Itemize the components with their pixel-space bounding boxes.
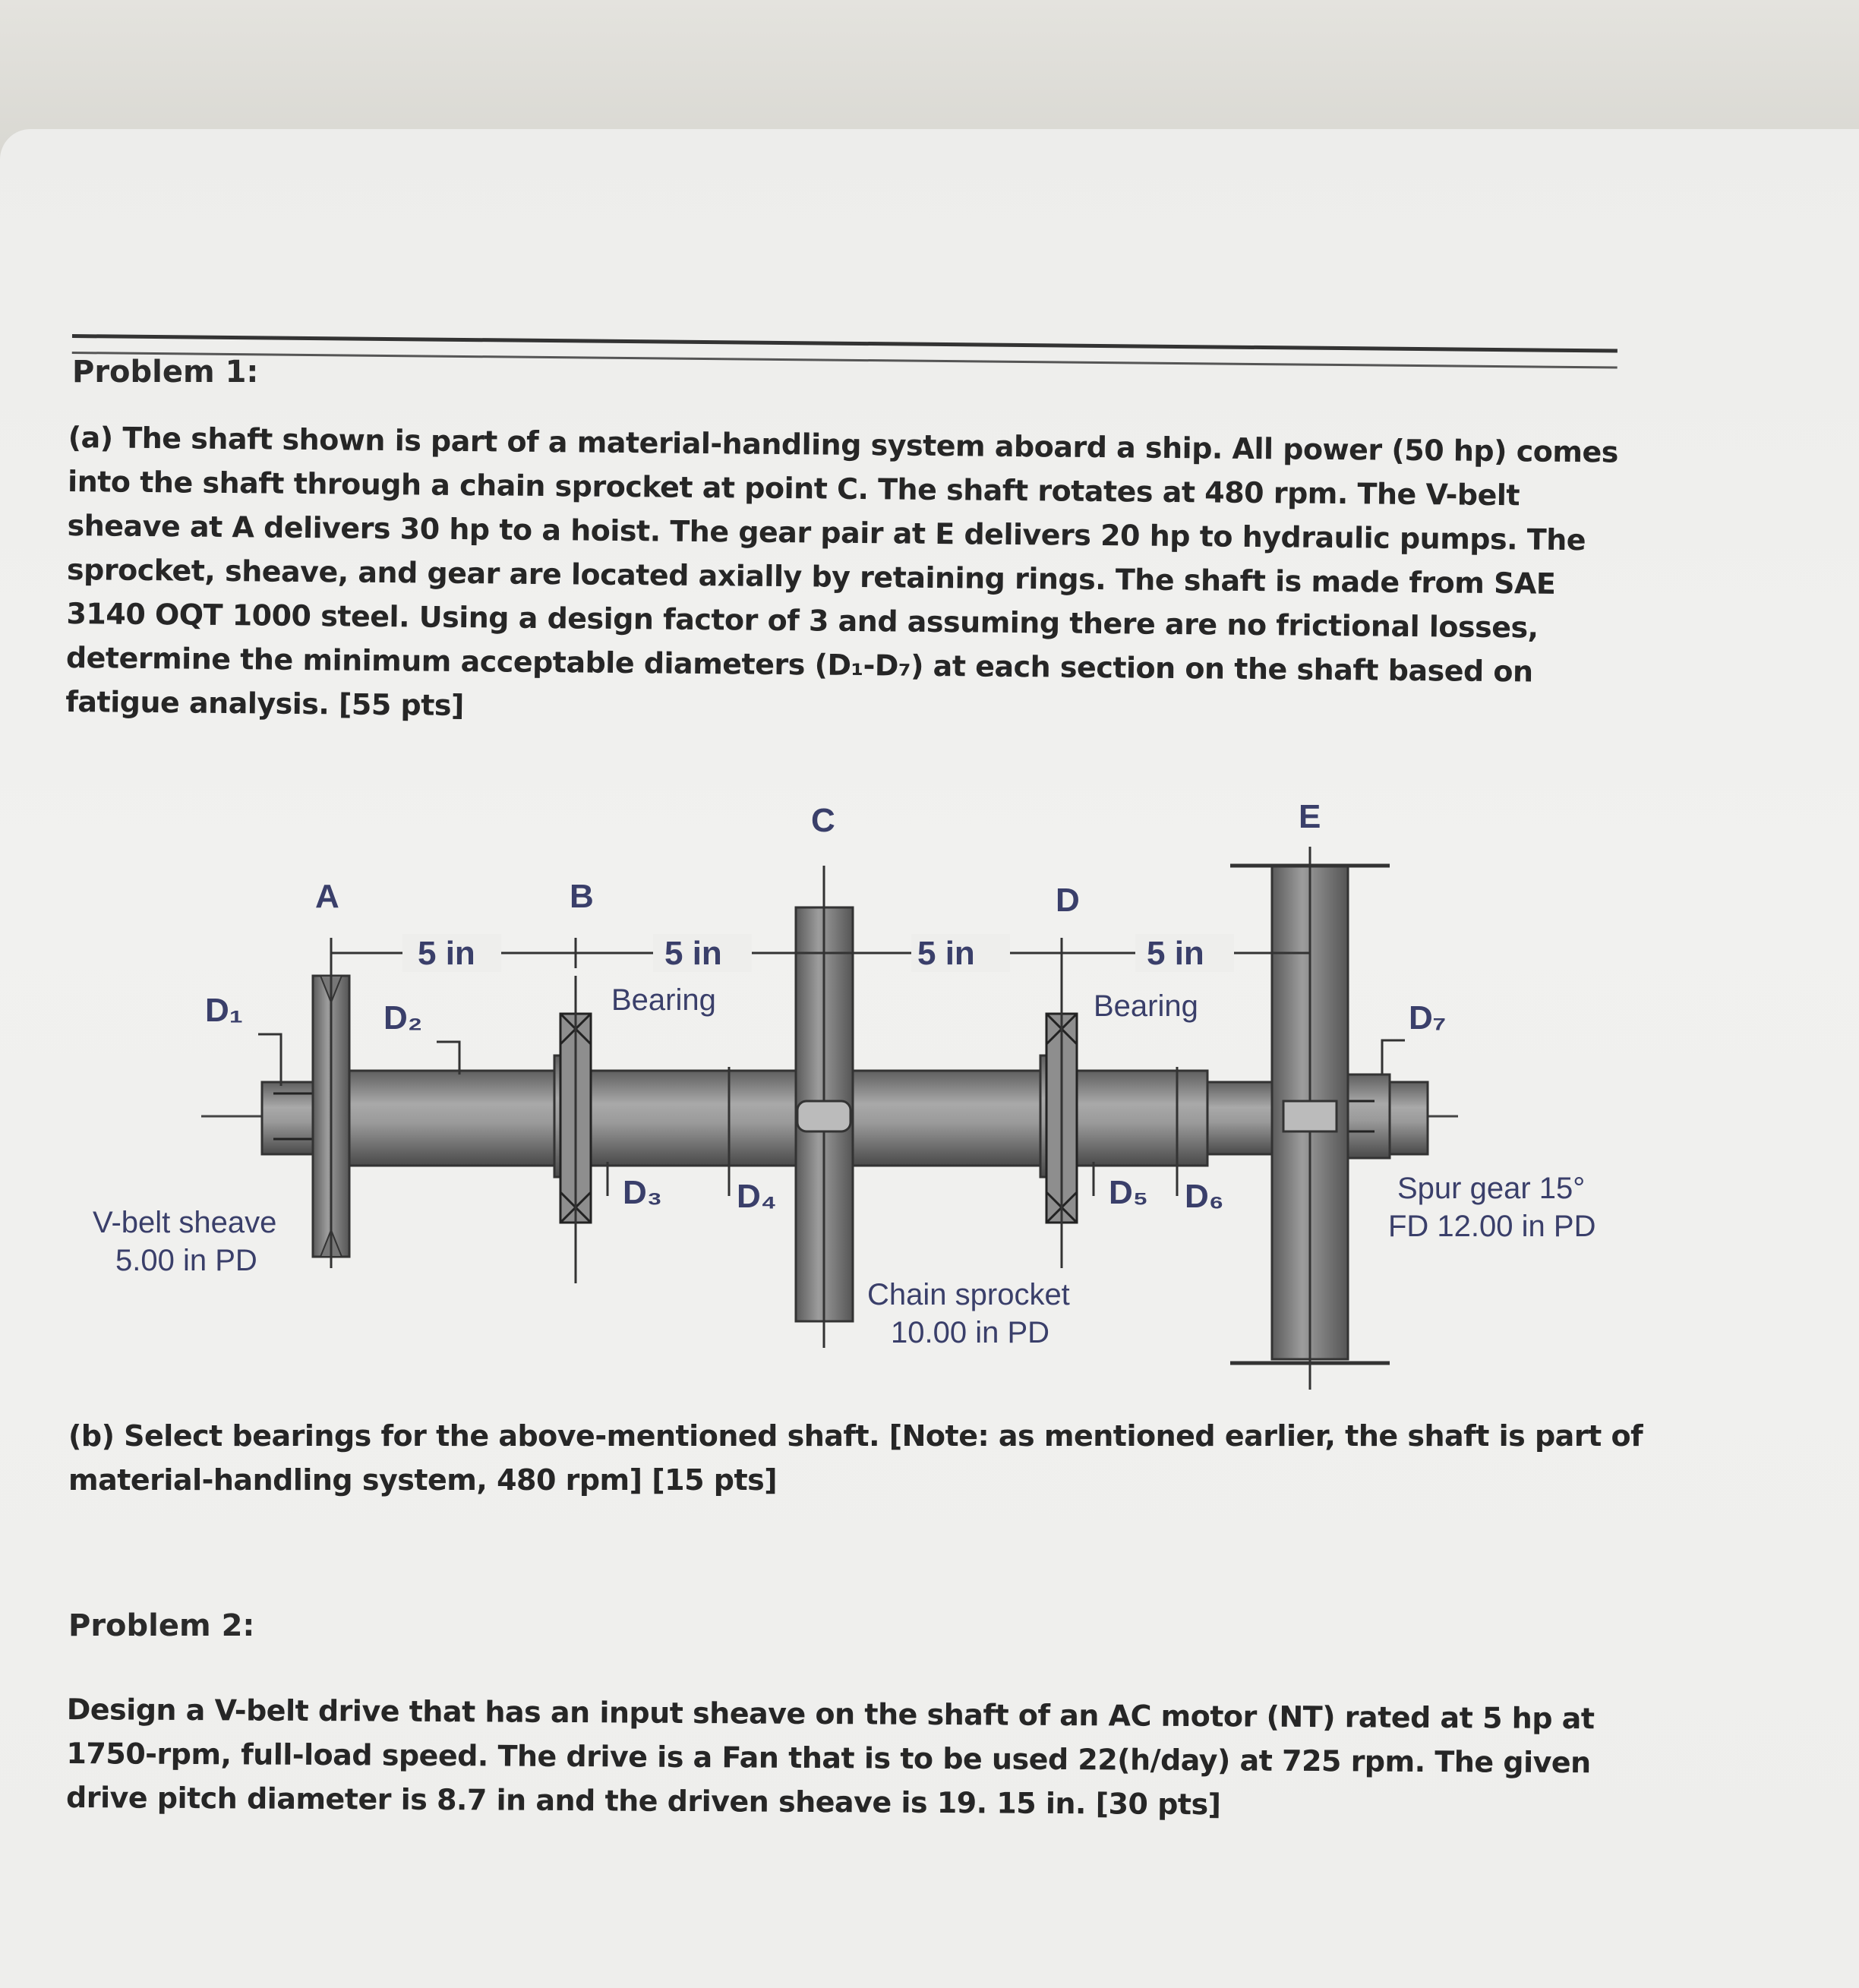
label-d6: D₆ <box>1185 1178 1224 1215</box>
spacing-d-e: 5 in <box>1147 935 1204 972</box>
label-bearing-left: Bearing <box>611 983 716 1017</box>
label-point-b: B <box>570 878 594 915</box>
label-d3: D₃ <box>623 1174 662 1211</box>
problem-1-title: Problem 1: <box>72 355 259 390</box>
spacing-c-d: 5 in <box>917 935 975 972</box>
part-a-points: [55 pts] <box>338 687 465 723</box>
sheave-label-line1: V-belt sheave <box>93 1206 276 1239</box>
label-point-e: E <box>1299 798 1321 835</box>
sprocket-label-line1: Chain sprocket <box>867 1278 1070 1311</box>
problem-2-points: [30 pts] <box>1095 1787 1221 1822</box>
shaft-body <box>260 1054 1429 1179</box>
v-belt-sheave <box>311 945 351 1268</box>
spacing-b-c: 5 in <box>664 935 722 972</box>
part-b-text: (b) Select bearings for the above-mentio… <box>68 1419 1643 1497</box>
label-d5: D₅ <box>1109 1174 1148 1211</box>
label-d2: D₂ <box>383 999 422 1037</box>
sprocket-label-line2: 10.00 in PD <box>891 1316 1049 1349</box>
label-point-a: A <box>315 878 339 915</box>
diameter-leaders <box>258 1033 1405 1196</box>
left-bearing <box>559 976 592 1283</box>
problem-2-text: Design a V-belt drive that has an input … <box>66 1687 1646 1829</box>
part-b-points: [15 pts] <box>652 1463 778 1497</box>
problem-1-part-a: (a) The shaft shown is part of a materia… <box>65 415 1633 739</box>
label-point-d: D <box>1056 882 1080 919</box>
gear-label-line1: Spur gear 15° <box>1397 1172 1585 1205</box>
label-d4: D₄ <box>737 1178 777 1215</box>
label-point-c: C <box>811 802 835 839</box>
shaft-diagram-svg: 5 in 5 in 5 in 5 in A B C D E Bearing Be… <box>93 798 1595 1390</box>
problem-2-body: Design a V-belt drive that has an input … <box>65 1692 1595 1821</box>
problem-2-title: Problem 2: <box>68 1608 255 1643</box>
chain-sprocket <box>794 866 854 1348</box>
shaft-diagram: 5 in 5 in 5 in 5 in A B C D E Bearing Be… <box>76 782 1633 1405</box>
sheave-label-line2: 5.00 in PD <box>115 1244 257 1277</box>
label-d7: D₇ <box>1409 999 1446 1037</box>
right-bearing <box>1045 968 1078 1268</box>
gear-label-line2: FD 12.00 in PD <box>1388 1210 1595 1243</box>
problem-1-part-b: (b) Select bearings for the above-mentio… <box>68 1414 1671 1502</box>
label-d1: D₁ <box>205 992 243 1029</box>
spacing-a-b: 5 in <box>418 935 475 972</box>
paper-sheet <box>0 129 1859 1988</box>
part-a-text: (a) The shaft shown is part of a materia… <box>65 420 1619 721</box>
label-bearing-right: Bearing <box>1094 989 1198 1023</box>
